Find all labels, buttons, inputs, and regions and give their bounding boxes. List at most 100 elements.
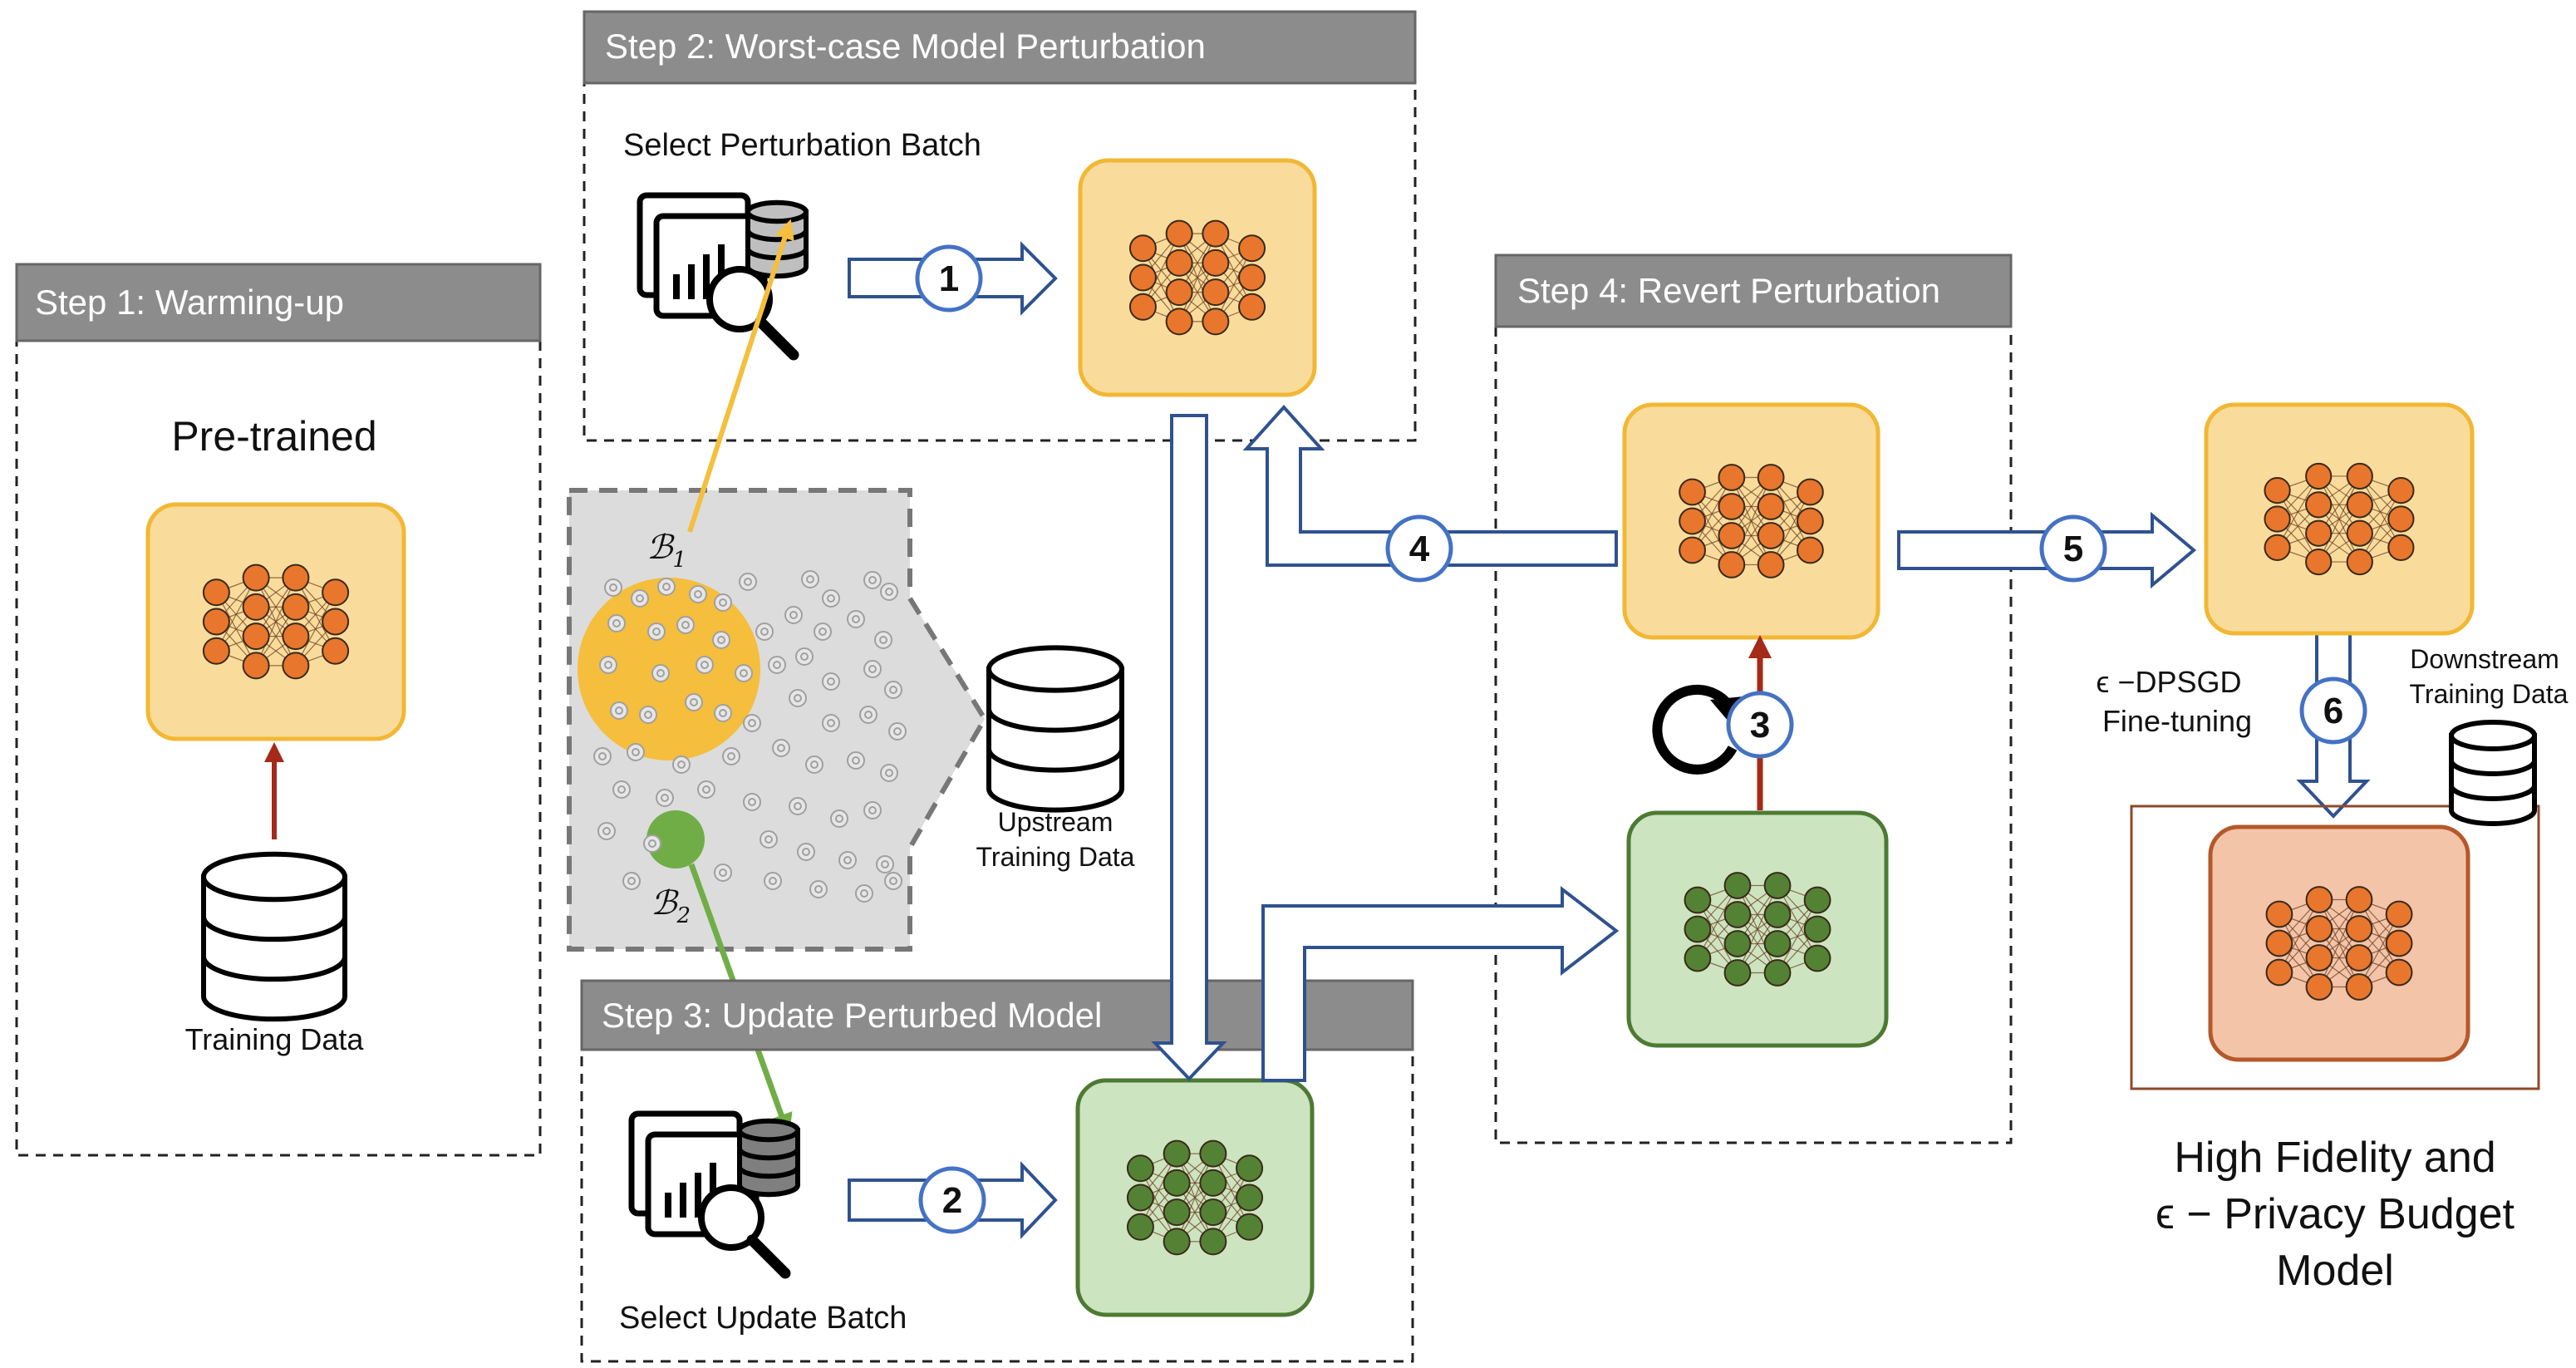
model-node (2345, 944, 2373, 972)
step1-panel: Step 1: Warming-up Pre-trained Training … (15, 263, 542, 1157)
model-node (1684, 915, 1712, 943)
badge-5: 5 (2039, 514, 2107, 583)
training-data-icon (201, 851, 347, 1022)
data-sample-core (827, 719, 835, 727)
model-node (1679, 478, 1706, 506)
data-sample-core (789, 611, 798, 619)
model-node (2305, 491, 2333, 519)
model-node (2305, 519, 2333, 547)
data-sample-core (602, 827, 611, 835)
data-sample-core (835, 814, 843, 823)
final-model-frame (2130, 805, 2540, 1090)
model-node (1679, 536, 1706, 564)
model-edge (1692, 477, 1733, 551)
data-sample (768, 656, 786, 674)
data-sample-core (661, 794, 669, 802)
model-edge (215, 577, 257, 652)
training-data-label: Training Data (185, 1022, 365, 1056)
bar-glyph (673, 274, 680, 299)
data-sample (876, 855, 894, 873)
dpsgd-label-line2: Fine-tuning (2102, 704, 2252, 738)
final-private-model (2208, 824, 2470, 1062)
upstream-label-line2: Training Data (976, 842, 1135, 872)
magnifier-lens (698, 1184, 764, 1251)
svg-text:2: 2 (942, 1180, 962, 1221)
step4-panel: Step 4: Revert Perturbation (1494, 253, 2013, 1144)
step4-title: Step 4: Revert Perturbation (1517, 271, 1940, 310)
model-node (2305, 915, 2333, 942)
data-sample (739, 573, 757, 591)
model-node (2387, 477, 2415, 504)
data-sample (863, 801, 882, 819)
data-sample-core (806, 575, 814, 583)
model-node (1165, 278, 1193, 307)
data-sample-core (677, 760, 686, 769)
badge-2: 2 (918, 1166, 986, 1234)
data-sample (743, 714, 761, 732)
model-edge (295, 592, 337, 667)
model-node (322, 637, 350, 665)
badge-3: 3 (1726, 691, 1794, 759)
badge-6: 6 (2299, 677, 2367, 745)
data-sample (874, 631, 892, 649)
data-sample (830, 809, 848, 828)
data-sample (685, 693, 703, 711)
model-node (242, 622, 270, 651)
model-node (1684, 944, 1712, 972)
data-sample (656, 789, 674, 807)
data-sample-core (632, 748, 640, 756)
model-node (1126, 1213, 1154, 1241)
model-node (1803, 944, 1831, 972)
data-sample (712, 631, 730, 649)
model-node (1797, 536, 1824, 564)
data-sample-core (612, 619, 621, 627)
data-sample (714, 704, 732, 722)
data-sample (847, 751, 865, 770)
db-top (201, 851, 347, 903)
model-node (1723, 901, 1752, 928)
model-node (202, 608, 230, 636)
data-sample (884, 681, 902, 699)
data-sample-core (814, 885, 823, 893)
updated-model-copy (1626, 810, 1889, 1048)
svg-text:5: 5 (2063, 529, 2083, 569)
data-sample (822, 672, 840, 691)
data-sample (822, 714, 840, 732)
data-sample-core (860, 889, 868, 898)
model-node (1199, 1139, 1227, 1168)
model-edge (1770, 491, 1811, 565)
data-sample (863, 660, 882, 678)
bar-glyph (665, 1193, 671, 1218)
model-node (1723, 930, 1752, 957)
model-node (1199, 1198, 1227, 1227)
data-sample-core (617, 785, 626, 794)
model-node (1128, 234, 1157, 263)
step4-header (1494, 253, 2013, 328)
step2-title: Step 2: Worst-case Model Perturbation (605, 27, 1206, 66)
model-edge (2279, 899, 2320, 973)
b1-label: ℬ1 (646, 529, 686, 573)
data-sample (863, 571, 882, 589)
batch1-select-arrow (687, 219, 794, 533)
step1-title: Step 1: Warming-up (35, 283, 344, 322)
model-node (322, 608, 350, 636)
data-sample-core (648, 839, 656, 848)
data-sample (651, 664, 670, 682)
step3-dashed-border (580, 1048, 1414, 1363)
db-top (745, 199, 809, 224)
data-sample (755, 622, 774, 641)
model-node (2305, 462, 2333, 490)
model-node (2346, 519, 2373, 547)
perturbation-batch-icon (637, 192, 809, 361)
data-sample (604, 578, 622, 597)
model-node (1236, 1183, 1264, 1212)
data-sample (880, 583, 898, 601)
data-sample-core (760, 627, 769, 636)
data-sample (784, 606, 803, 624)
model-edge (1178, 233, 1217, 322)
data-sample-core (656, 669, 665, 677)
data-sample-core (662, 583, 671, 591)
model-node (2387, 534, 2415, 561)
data-sample-core (627, 877, 636, 885)
